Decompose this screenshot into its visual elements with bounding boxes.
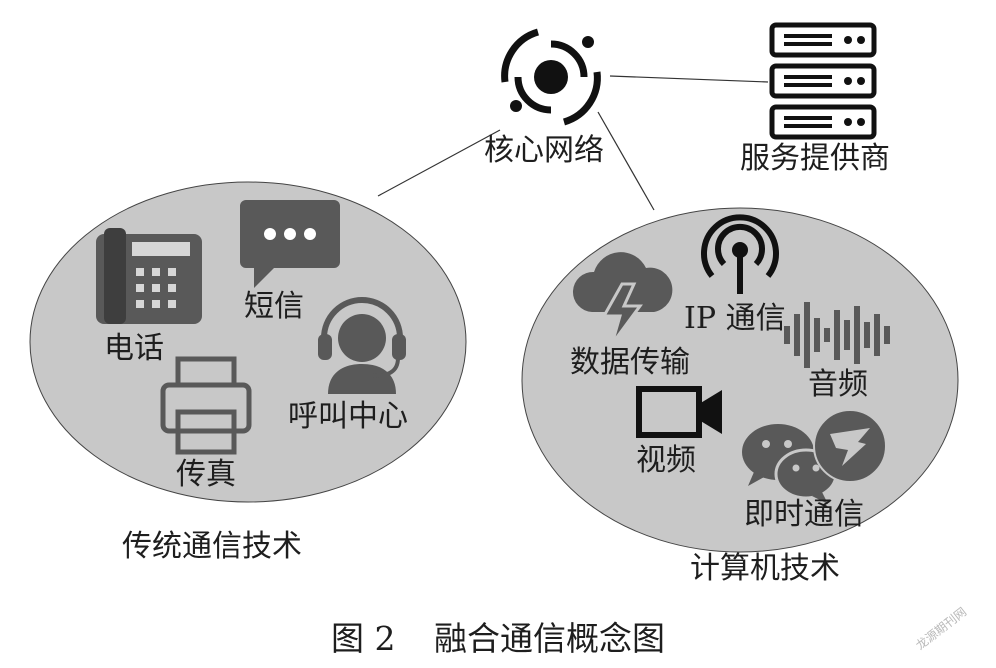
message-bubble-icon	[240, 200, 340, 288]
instant-msg-label: 即时通信	[744, 497, 864, 532]
data-transfer-label: 数据传输	[570, 345, 690, 380]
cloud-lightning-icon	[572, 252, 673, 345]
phone-label: 电话	[104, 331, 164, 366]
fax-printer-icon	[160, 356, 252, 455]
core-network-label: 核心网络	[484, 133, 604, 168]
line-core-computer	[597, 111, 655, 211]
dingtalk-icon	[813, 409, 887, 483]
server-icon	[769, 22, 877, 140]
audio-waveform-icon	[784, 302, 890, 368]
video-label: 视频	[636, 443, 696, 478]
telephone-icon	[96, 228, 202, 324]
traditional-group-label: 传统通信技术	[122, 529, 302, 564]
line-core-traditional	[377, 129, 501, 197]
computer-group-label: 计算机技术	[690, 551, 840, 586]
headset-agent-icon	[318, 297, 406, 394]
core-network-icon	[501, 28, 601, 126]
call-center-label: 呼叫中心	[288, 399, 408, 434]
audio-label: 音频	[808, 367, 868, 402]
figure-number: 图 2	[331, 619, 396, 658]
video-camera-icon	[636, 386, 722, 438]
line-core-provider	[609, 75, 769, 83]
service-provider-label: 服务提供商	[740, 141, 890, 176]
fax-label: 传真	[176, 457, 236, 492]
figure-title: 融合通信概念图	[434, 619, 665, 658]
ip-comm-label: IP 通信	[684, 301, 786, 336]
sms-label: 短信	[244, 289, 304, 324]
figure-caption: 图 2 融合通信概念图	[0, 612, 996, 660]
broadcast-antenna-icon	[701, 214, 779, 294]
